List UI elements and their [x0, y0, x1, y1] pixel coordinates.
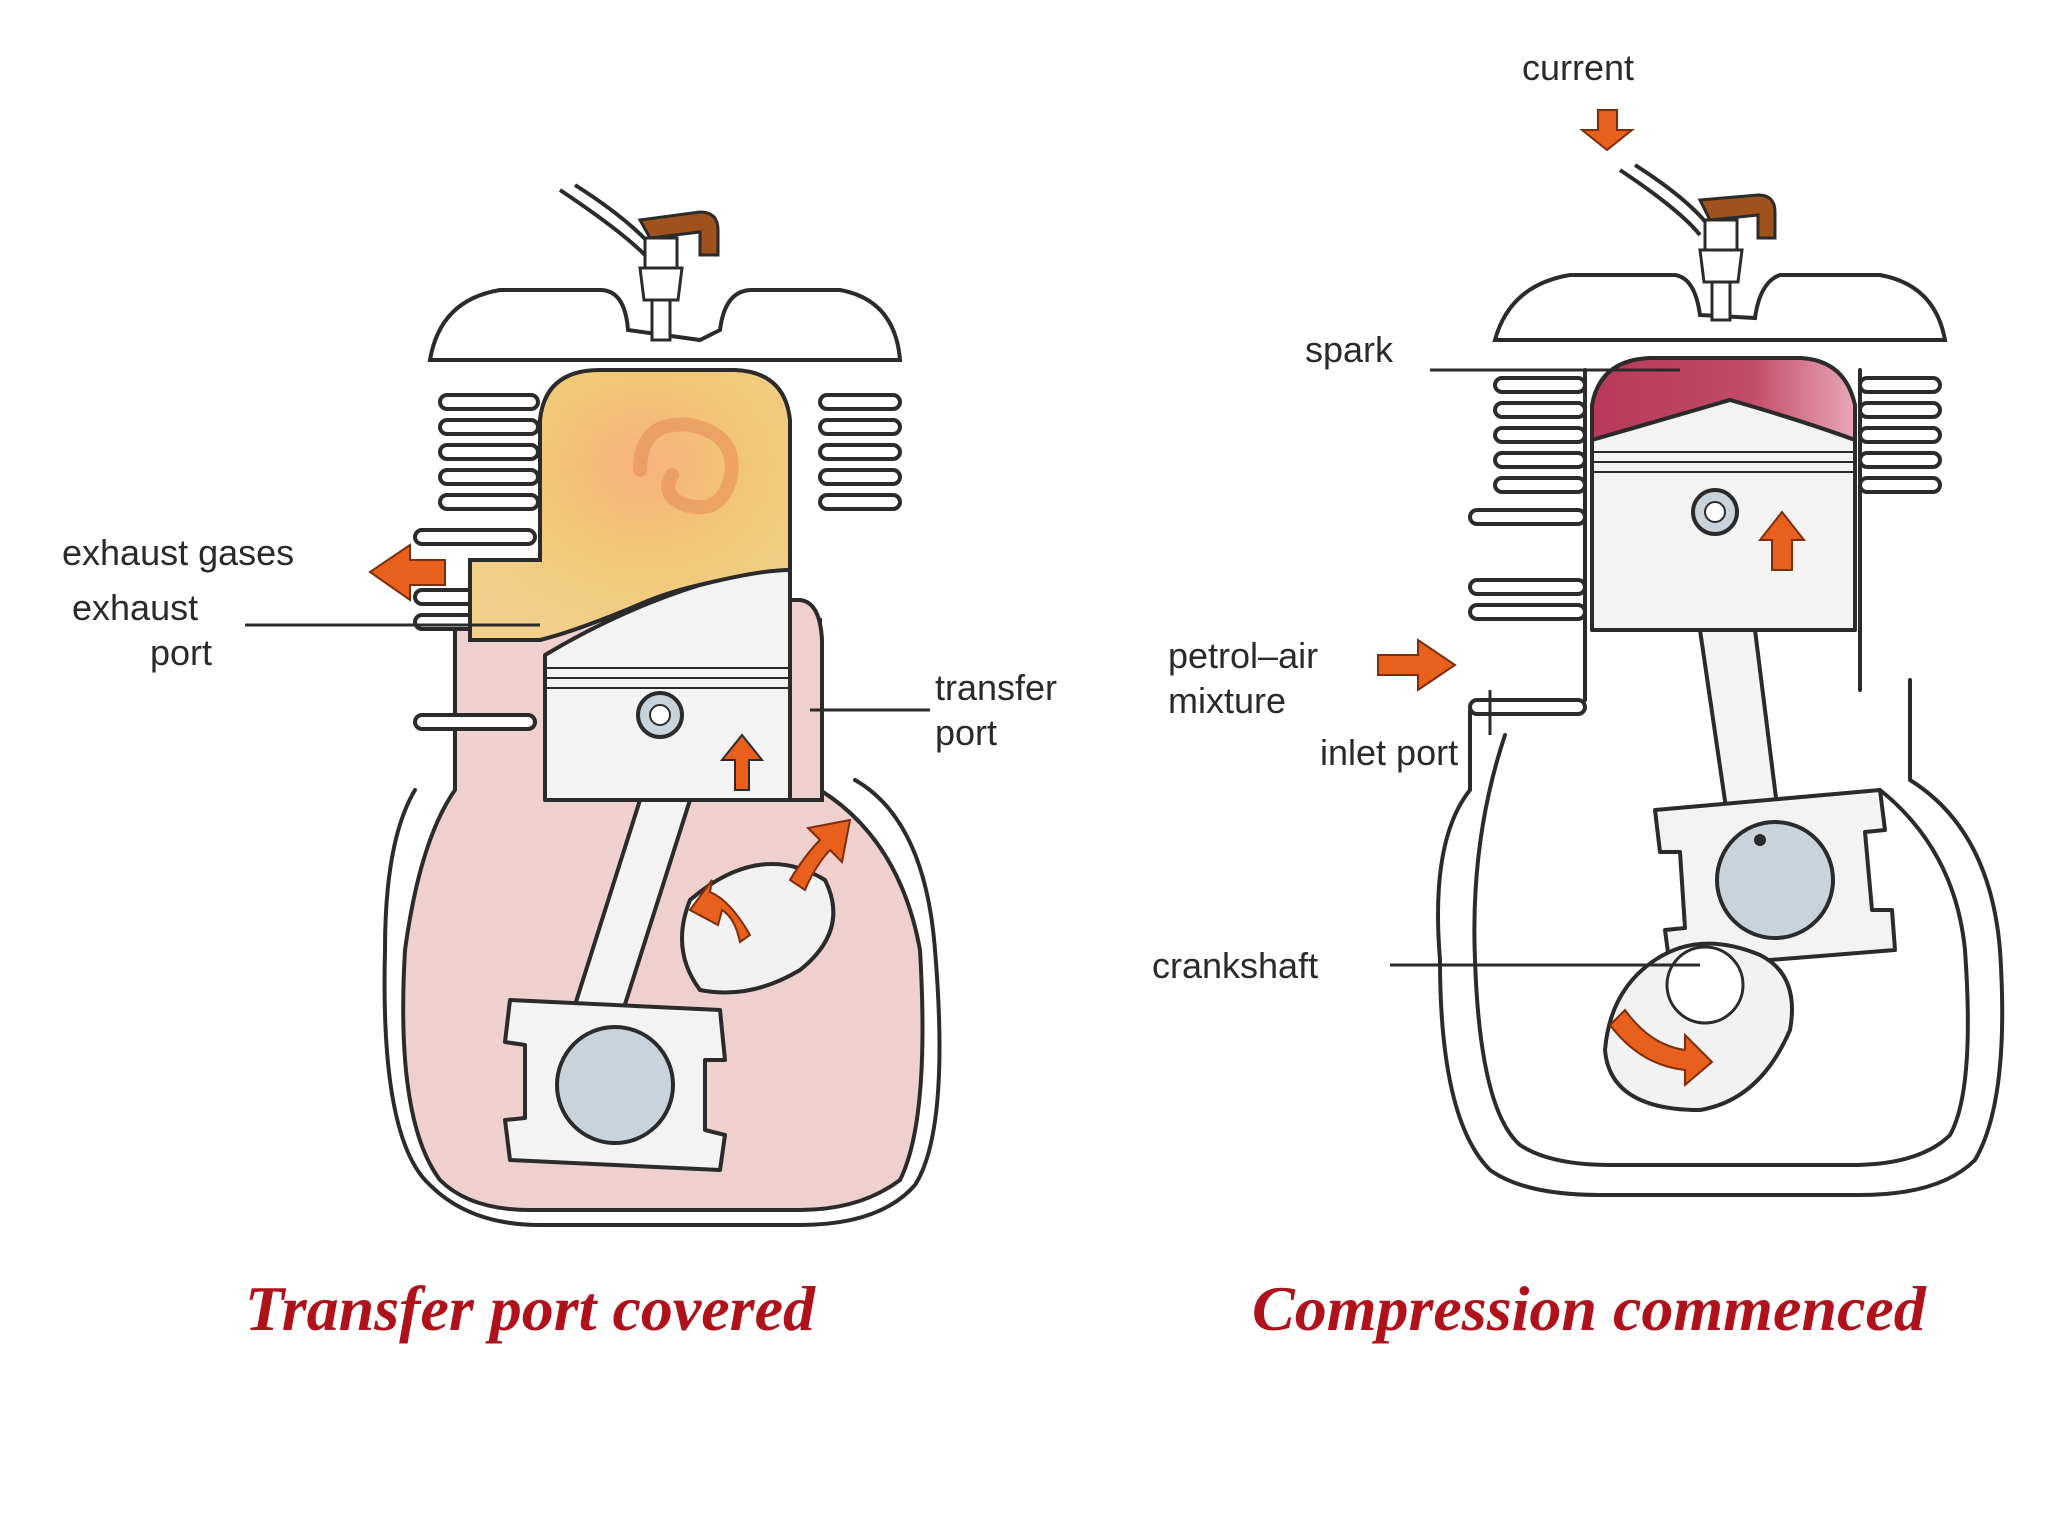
- left-cylinder-head: [427, 288, 903, 362]
- right-crankcase-shell: [1436, 678, 2005, 1197]
- left-transfer-passage: [788, 598, 824, 802]
- flow-arrow-icon: [1608, 1008, 1714, 1088]
- left-engine-fins-right: [818, 393, 902, 511]
- left-crankcase-shell: [382, 778, 942, 1227]
- left-gas-swirl: [633, 417, 739, 515]
- label-exhaust-port-line1: exhaust: [72, 587, 198, 628]
- caption-right: Compression commenced: [1252, 1273, 1927, 1344]
- label-petrol-air-line1: petrol–air: [1168, 635, 1318, 676]
- right-piston: [1590, 398, 1857, 632]
- label-crankshaft: crankshaft: [1152, 945, 1318, 986]
- label-current: current: [1522, 47, 1634, 88]
- right-engine: [1377, 109, 2005, 1197]
- left-piston: [543, 568, 792, 802]
- flow-arrow-icon: [368, 543, 446, 602]
- label-inlet-port: inlet port: [1320, 732, 1458, 773]
- flow-arrow-icon: [1377, 638, 1457, 692]
- flow-arrow-icon: [688, 879, 752, 944]
- label-transfer-port-line1: transfer: [935, 667, 1057, 708]
- right-crank-pin: [1665, 945, 1745, 1025]
- spark-plug-icon: [558, 183, 720, 342]
- spark-plug-icon: [1618, 163, 1777, 322]
- left-big-end: [503, 998, 727, 1172]
- right-crank-web: [1602, 941, 1794, 1113]
- right-crankcase-inner: [1472, 733, 1970, 1167]
- flow-arrow-icon: [719, 733, 765, 791]
- caption-left: Transfer port covered: [245, 1273, 816, 1344]
- flow-arrow-icon: [1757, 510, 1807, 571]
- left-engine: [245, 183, 942, 1227]
- flow-arrow-icon: [1579, 109, 1635, 152]
- right-cylinder-head: [1492, 273, 1948, 342]
- label-exhaust-gases: exhaust gases: [62, 532, 294, 573]
- label-transfer-port-line2: port: [935, 712, 997, 753]
- label-spark: spark: [1305, 329, 1394, 370]
- label-exhaust-port-line2: port: [150, 632, 212, 673]
- right-big-end: [1653, 788, 1897, 970]
- right-engine-fins-right: [1858, 376, 1942, 494]
- right-cylinder-walls: [1583, 368, 1862, 702]
- right-engine-fins-left: [1468, 376, 1587, 716]
- left-crank-web: [680, 862, 836, 995]
- label-petrol-air-line2: mixture: [1168, 680, 1286, 721]
- flow-arrow-icon: [788, 818, 852, 892]
